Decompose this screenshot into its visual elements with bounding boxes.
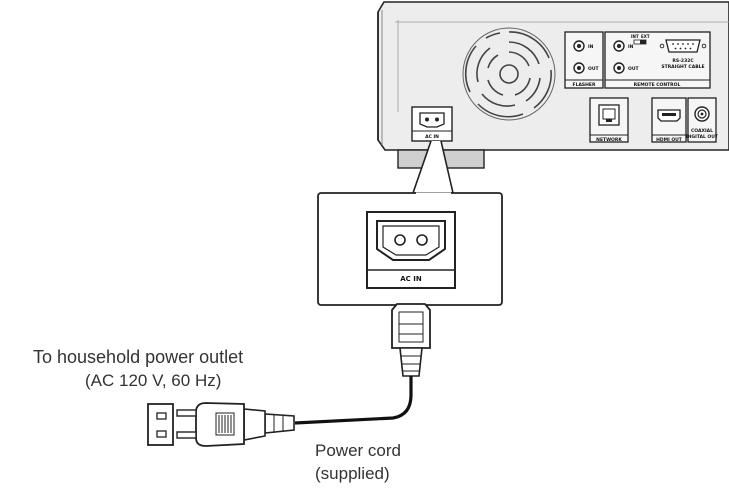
coaxial-label: COAXIAL [691, 128, 713, 134]
zoom-callout: AC IN [317, 140, 503, 306]
power-cord [176, 303, 431, 447]
flasher-in-jack [573, 40, 585, 52]
plug-prong-bottom [176, 431, 197, 439]
hdmi-out-label: HDMI OUT [656, 137, 683, 143]
wall-plug [195, 402, 245, 447]
rs232c-label: RS-232C [672, 58, 694, 64]
remote-control-block: IN OUT INT EXT RS-232C STRAIGHT CABLE RE… [604, 31, 711, 89]
household-outlet [147, 403, 174, 446]
plug-prong-top [176, 409, 197, 417]
rs232c-port [665, 39, 701, 53]
cord-caption-line1: Power cord [315, 441, 401, 460]
iec-connector [391, 303, 431, 349]
remote-out-label: OUT [628, 66, 639, 72]
remote-control-label: REMOTE CONTROL [634, 82, 681, 88]
network-label: NETWORK [596, 137, 622, 143]
flasher-in-label: IN [588, 44, 594, 50]
digital-out-label: DIGITAL OUT [686, 134, 719, 140]
straight-cable-label: STRAIGHT CABLE [661, 64, 704, 70]
ac-inlet-large [376, 220, 446, 261]
flasher-out-jack [573, 62, 585, 74]
cord-caption-line2: (supplied) [315, 464, 390, 483]
network-port: NETWORK [589, 97, 629, 143]
remote-in-jack [613, 40, 625, 52]
outlet-caption-line1: To household power outlet [33, 347, 244, 367]
flasher-out-label: OUT [588, 66, 599, 72]
ac-inlet-small: AC IN [411, 106, 453, 142]
remote-out-jack [613, 62, 625, 74]
fan-vent [462, 27, 556, 121]
ac-in-small-label: AC IN [425, 134, 439, 140]
flasher-label: FLASHER [573, 82, 597, 88]
flasher-block: IN OUT FLASHER [564, 31, 604, 89]
outlet-caption-line2: (AC 120 V, 60 Hz) [85, 371, 222, 390]
remote-in-label: IN [628, 44, 634, 50]
ac-in-large-label: AC IN [400, 275, 422, 283]
ext-label: EXT [641, 34, 650, 39]
int-label: INT [631, 34, 639, 39]
coaxial-port: COAXIAL DIGITAL OUT [686, 97, 719, 143]
hdmi-out-port: HDMI OUT [651, 97, 687, 143]
